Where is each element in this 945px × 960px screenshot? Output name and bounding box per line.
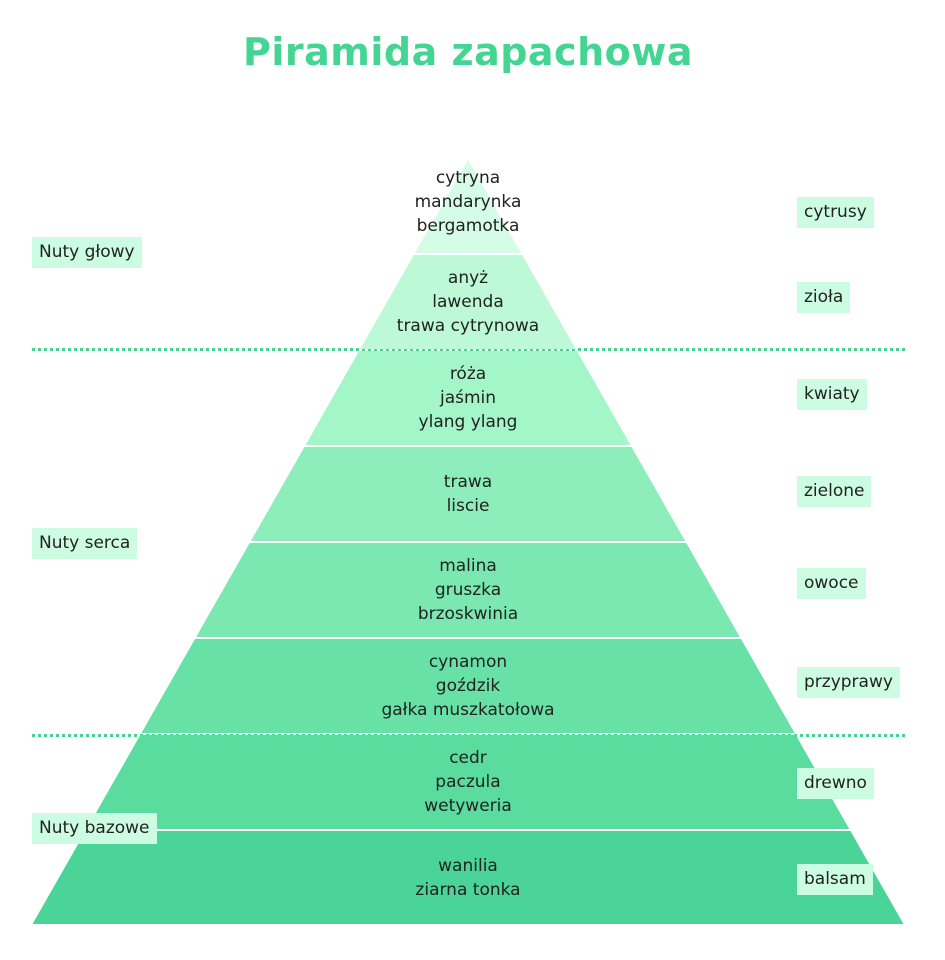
group-label-heart: Nuty serca — [32, 528, 138, 559]
pyramid-band — [196, 543, 740, 637]
note-item: cedr — [449, 748, 487, 768]
band-notes: anyż lawenda trawa cytrynowa — [318, 266, 618, 338]
note-item: paczula — [435, 772, 501, 792]
category-label: cytrusy — [797, 197, 874, 228]
note-item: liscie — [446, 496, 490, 516]
category-label: balsam — [797, 864, 873, 895]
note-item: goździk — [435, 676, 501, 696]
note-item: jaśmin — [439, 388, 497, 408]
diagram-title: Piramida zapachowa — [243, 30, 693, 74]
pyramid-band — [305, 351, 631, 445]
group-label-base: Nuty bazowe — [32, 813, 157, 844]
category-label: zioła — [797, 282, 851, 313]
note-item: bergamotka — [416, 216, 520, 236]
note-item: mandarynka — [414, 192, 522, 212]
band-notes: cytryna mandarynka bergamotka — [318, 166, 618, 238]
category-label: przyprawy — [797, 667, 900, 698]
note-item: wetyweria — [424, 796, 512, 816]
note-item: brzoskwinia — [417, 604, 519, 624]
band-notes: wanilia ziarna tonka — [318, 854, 618, 902]
note-item: trawa cytrynowa — [396, 316, 540, 336]
pyramid-band — [414, 160, 522, 253]
band-notes: cynamon goździk gałka muszkatołowa — [318, 650, 618, 722]
note-item: lawenda — [432, 292, 504, 312]
category-label: zielone — [797, 476, 872, 507]
pyramid-band — [32, 831, 904, 924]
note-item: róża — [449, 364, 487, 384]
note-item: gałka muszkatołowa — [381, 700, 555, 720]
pyramid-band — [360, 255, 576, 349]
band-notes: róża jaśmin ylang ylang — [318, 362, 618, 434]
note-item: gruszka — [434, 580, 502, 600]
note-item: cynamon — [428, 652, 508, 672]
group-label-head: Nuty głowy — [32, 237, 142, 268]
note-item: malina — [439, 556, 497, 576]
note-item: wanilia — [438, 856, 498, 876]
band-notes: trawa liscie — [318, 470, 618, 518]
note-item: trawa — [443, 472, 493, 492]
pyramid-band — [250, 447, 686, 541]
category-label: owoce — [797, 568, 866, 599]
note-item: ylang ylang — [418, 412, 518, 432]
pyramid-band — [141, 639, 795, 733]
band-notes: malina gruszka brzoskwinia — [318, 554, 618, 626]
category-label: kwiaty — [797, 379, 867, 410]
divider-top-heart — [32, 348, 905, 351]
note-item: ziarna tonka — [415, 880, 521, 900]
category-label: drewno — [797, 768, 874, 799]
note-item: anyż — [447, 268, 489, 288]
band-notes: cedr paczula wetyweria — [318, 746, 618, 818]
pyramid-band — [86, 735, 850, 829]
note-item: cytryna — [435, 168, 501, 188]
